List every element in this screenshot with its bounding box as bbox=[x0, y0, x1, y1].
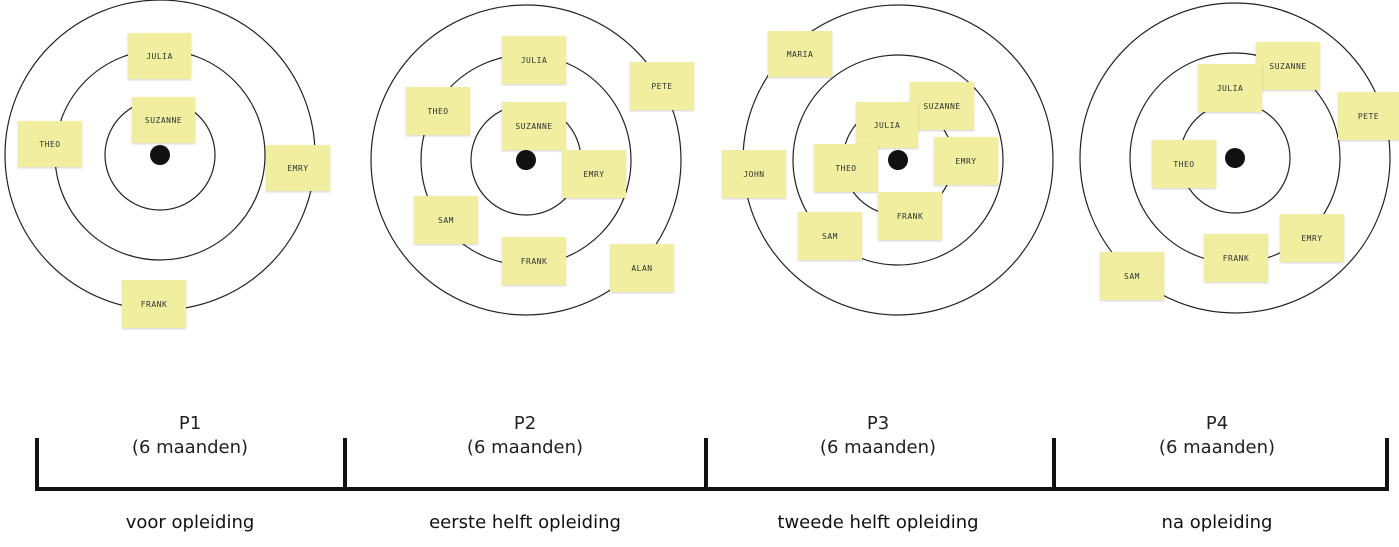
sticky-note: THEO bbox=[1152, 140, 1216, 188]
sticky-note: JULIA bbox=[502, 36, 566, 84]
period-duration: (6 maanden) bbox=[1158, 437, 1276, 458]
phase-label: voor opleiding bbox=[125, 512, 255, 533]
sticky-note: FRANK bbox=[1204, 234, 1268, 282]
period-name: P3 bbox=[866, 413, 890, 434]
sticky-note: THEO bbox=[18, 121, 82, 167]
sticky-note: SAM bbox=[414, 196, 478, 244]
sticky-note: JOHN bbox=[722, 150, 786, 198]
sticky-note: SAM bbox=[798, 212, 862, 260]
period-label-p2: P2 (6 maanden) bbox=[395, 412, 655, 460]
period-label-p3: P3 (6 maanden) bbox=[748, 412, 1008, 460]
timeline-tick bbox=[1052, 438, 1056, 491]
sticky-note: SUZANNE bbox=[132, 97, 195, 143]
timeline-tick bbox=[1385, 438, 1389, 491]
period-label-p4: P4 (6 maanden) bbox=[1087, 412, 1347, 460]
phase-label: tweede helft opleiding bbox=[777, 512, 979, 533]
timeline-axis bbox=[35, 487, 1389, 491]
period-label-p1: P1 (6 maanden) bbox=[60, 412, 320, 460]
target-board-p4: SUZANNE JULIA PETE THEO EMRY FRANK SAM bbox=[1070, 0, 1399, 340]
period-name: P2 bbox=[513, 413, 537, 434]
target-board-p1: JULIA SUZANNE THEO EMRY FRANK bbox=[0, 0, 330, 340]
period-duration: (6 maanden) bbox=[131, 437, 249, 458]
period-name: P4 bbox=[1205, 413, 1229, 434]
phase-label: na opleiding bbox=[1161, 512, 1273, 533]
sticky-note: EMRY bbox=[934, 137, 998, 185]
timeline-tick bbox=[343, 438, 347, 491]
sticky-note: JULIA bbox=[1198, 64, 1262, 112]
sticky-note: PETE bbox=[630, 62, 694, 110]
sticky-note: FRANK bbox=[878, 192, 942, 240]
period-duration: (6 maanden) bbox=[466, 437, 584, 458]
sticky-note: SUZANNE bbox=[502, 102, 566, 150]
sticky-note: ALAN bbox=[610, 244, 674, 292]
period-name: P1 bbox=[178, 413, 202, 434]
sticky-note: EMRY bbox=[266, 145, 330, 191]
sticky-note: EMRY bbox=[562, 150, 626, 198]
sticky-note: SUZANNE bbox=[1256, 42, 1320, 90]
timeline-tick bbox=[704, 438, 708, 491]
sticky-note: THEO bbox=[406, 87, 470, 135]
period-duration: (6 maanden) bbox=[819, 437, 937, 458]
sticky-note: MARIA bbox=[768, 31, 832, 77]
sticky-note: THEO bbox=[814, 144, 878, 192]
target-board-p2: JULIA PETE THEO SUZANNE EMRY SAM FRANK A… bbox=[370, 0, 710, 340]
sticky-note: FRANK bbox=[502, 237, 566, 285]
sticky-note: JULIA bbox=[128, 33, 191, 79]
sticky-note: FRANK bbox=[122, 280, 186, 328]
timeline-tick bbox=[35, 438, 39, 491]
sticky-note: SUZANNE bbox=[910, 82, 974, 130]
sticky-note: JULIA bbox=[856, 102, 918, 148]
sticky-note: SAM bbox=[1100, 252, 1164, 300]
sticky-note: PETE bbox=[1338, 92, 1399, 140]
phase-label: eerste helft opleiding bbox=[429, 512, 621, 533]
sticky-note: EMRY bbox=[1280, 214, 1344, 262]
target-board-p3: MARIA SUZANNE JULIA THEO EMRY JOHN SAM F… bbox=[720, 0, 1060, 340]
